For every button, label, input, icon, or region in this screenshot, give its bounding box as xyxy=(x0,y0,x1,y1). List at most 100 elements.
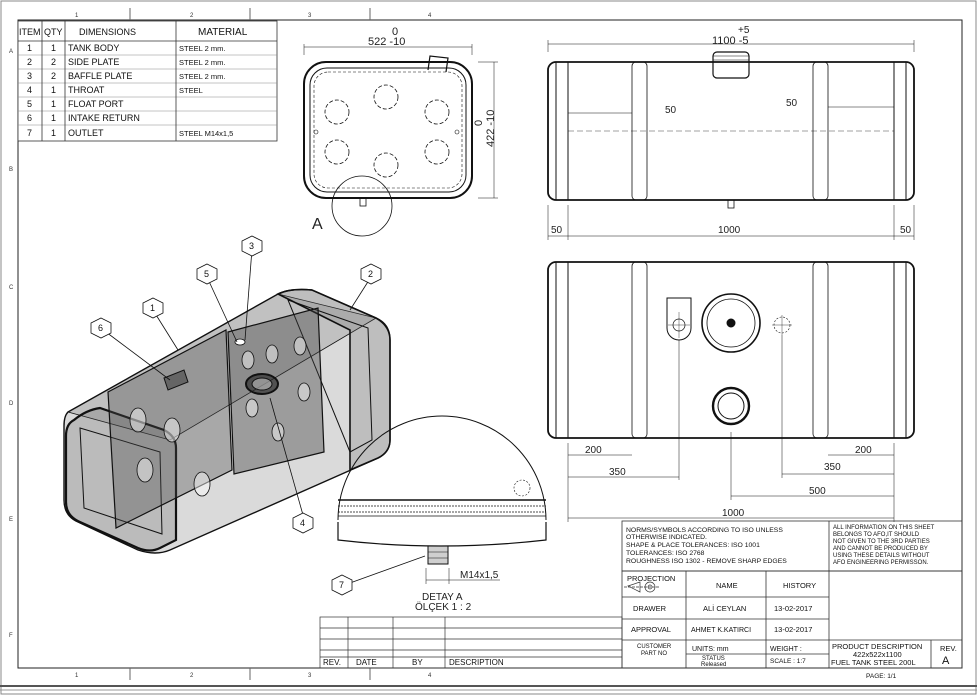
top-dim-350-left: 350 xyxy=(609,467,626,478)
bom-header-qty: QTY xyxy=(44,27,63,37)
notes-norms-line: NORMS/SYMBOLS ACCORDING TO ISO UNLESS xyxy=(626,527,783,534)
title-approval-name: AHMET K.KATIRCI xyxy=(691,627,751,634)
bom-row-qty: 1 xyxy=(51,43,56,53)
zone-row-d: D xyxy=(9,401,14,407)
detail-a-circle xyxy=(331,175,393,237)
balloon-7 xyxy=(331,574,353,596)
top-dim-500: 500 xyxy=(809,486,826,497)
bom-row-material: STEEL xyxy=(179,86,203,95)
bom-row-qty: 1 xyxy=(51,99,56,109)
title-block xyxy=(621,570,963,669)
zone-row-f: F xyxy=(9,633,13,639)
balloon-2 xyxy=(360,263,382,285)
notes-norms-line: ROUGHNESS ISO 1302 - REMOVE SHARP EDGES xyxy=(626,558,787,565)
notes-info-line: BELONGS TO AFO,IT SHOULD xyxy=(833,532,920,538)
zone-row-c: C xyxy=(9,285,14,291)
balloon-4-label: 4 xyxy=(300,518,305,528)
bom-row-item: 4 xyxy=(27,85,32,95)
title-product-description-label: PRODUCT DESCRIPTION xyxy=(832,642,922,651)
zone-markers: 1 2 3 4 1 2 3 4 A B C D E F xyxy=(9,8,432,680)
bom-row-name: THROAT xyxy=(68,85,105,95)
revision-rev-header: REV. xyxy=(323,658,341,667)
bom-row-item: 2 xyxy=(27,57,32,67)
side-width-dimension: 522 -10 xyxy=(368,36,405,48)
top-dim-1000: 1000 xyxy=(722,508,745,519)
zone-row-b: B xyxy=(9,167,13,173)
zone-row-e: E xyxy=(9,517,13,523)
title-units: UNITS: mm xyxy=(692,646,729,653)
zone-col-2-bottom: 2 xyxy=(190,673,194,679)
title-weight: WEIGHT : xyxy=(770,646,802,653)
front-bottom-left: 50 xyxy=(551,225,563,236)
bom-header-item: ITEM xyxy=(19,27,41,37)
bom-row-name: SIDE PLATE xyxy=(68,57,119,67)
bom-row-item: 6 xyxy=(27,113,32,123)
title-customer-label: CUSTOMER xyxy=(637,644,672,650)
title-history-header: HISTORY xyxy=(783,581,816,590)
bom-row-qty: 2 xyxy=(51,71,56,81)
bom-row-material: STEEL M14x1,5 xyxy=(179,129,233,138)
balloon-7-label: 7 xyxy=(339,580,344,590)
bom-row-item: 7 xyxy=(27,128,32,138)
front-inner-left: 50 xyxy=(665,105,677,116)
revision-by-header: BY xyxy=(412,658,423,667)
title-projection-label: PROJECTION xyxy=(627,574,675,583)
balloons xyxy=(105,248,426,584)
bom-row-name: BAFFLE PLATE xyxy=(68,71,132,81)
bom-row-qty: 1 xyxy=(51,128,56,138)
notes-info-line: ALL INFORMATION ON THIS SHEET xyxy=(833,525,935,531)
side-height-tol-upper: 0 xyxy=(473,120,485,126)
title-name-header: NAME xyxy=(716,581,738,590)
title-part-no-label: PART NO xyxy=(641,651,667,657)
title-rev-label: REV. xyxy=(940,644,957,653)
front-bottom-middle: 1000 xyxy=(718,225,741,236)
zone-col-2: 2 xyxy=(190,13,194,19)
detail-a-view xyxy=(337,415,547,584)
bom-row-qty: 1 xyxy=(51,85,56,95)
bom-row-name: INTAKE RETURN xyxy=(68,113,140,123)
side-view-holes xyxy=(324,84,450,178)
zone-col-1-bottom: 1 xyxy=(75,673,79,679)
bom-table: ITEM QTY DIMENSIONS MATERIAL 1 1 TANK BO… xyxy=(17,20,278,142)
notes-norms-line: SHAPE & PLACE TOLERANCES: ISO 1001 xyxy=(626,542,760,549)
notes-info-line: NOT GIVEN TO THE 3RD PARTIES xyxy=(833,539,930,545)
balloon-1-label: 1 xyxy=(150,303,155,313)
top-dim-350-right: 350 xyxy=(824,462,841,473)
bom-row-qty: 2 xyxy=(51,57,56,67)
balloon-3 xyxy=(241,235,263,257)
revision-date-header: DATE xyxy=(356,658,377,667)
revision-description-header: DESCRIPTION xyxy=(449,658,504,667)
side-width-tol-upper: 0 xyxy=(392,26,398,38)
projection-symbol-icon xyxy=(624,581,660,593)
top-dim-200-right: 200 xyxy=(855,445,872,456)
bom-row-material: STEEL 2 mm. xyxy=(179,58,225,67)
notes-info-line: AND CANNOT BE PRODUCED BY xyxy=(833,546,928,552)
balloon-3-label: 3 xyxy=(249,241,254,251)
zone-col-4: 4 xyxy=(428,13,432,19)
balloon-1 xyxy=(142,297,164,319)
bom-row-material: STEEL 2 mm. xyxy=(179,72,225,81)
side-view xyxy=(303,44,498,237)
balloon-6-label: 6 xyxy=(98,323,103,333)
detail-thread-dimension: M14x1,5 xyxy=(460,570,499,581)
front-view xyxy=(547,40,915,240)
front-bottom-right: 50 xyxy=(900,225,912,236)
balloon-5 xyxy=(196,263,218,285)
bom-row-qty: 1 xyxy=(51,113,56,123)
zone-col-1: 1 xyxy=(75,13,79,19)
bom-row-name: OUTLET xyxy=(68,128,104,138)
title-product-size: 422x522x1100 xyxy=(853,650,902,659)
title-drawer-label: DRAWER xyxy=(633,604,667,613)
detail-scale: ÖLÇEK 1 : 2 xyxy=(415,601,472,613)
notes-norms-line: TOLERANCES: ISO 2768 xyxy=(626,550,705,557)
bom-row-item: 5 xyxy=(27,99,32,109)
title-drawer-date: 13-02-2017 xyxy=(774,604,812,613)
bom-header-material: MATERIAL xyxy=(198,27,248,38)
balloon-5-label: 5 xyxy=(204,269,209,279)
top-dim-200-left: 200 xyxy=(585,445,602,456)
title-rev-value: A xyxy=(942,655,950,667)
zone-col-3-bottom: 3 xyxy=(308,673,312,679)
zone-col-3: 3 xyxy=(308,13,312,19)
front-length-dimension: 1100 -5 xyxy=(712,35,749,47)
